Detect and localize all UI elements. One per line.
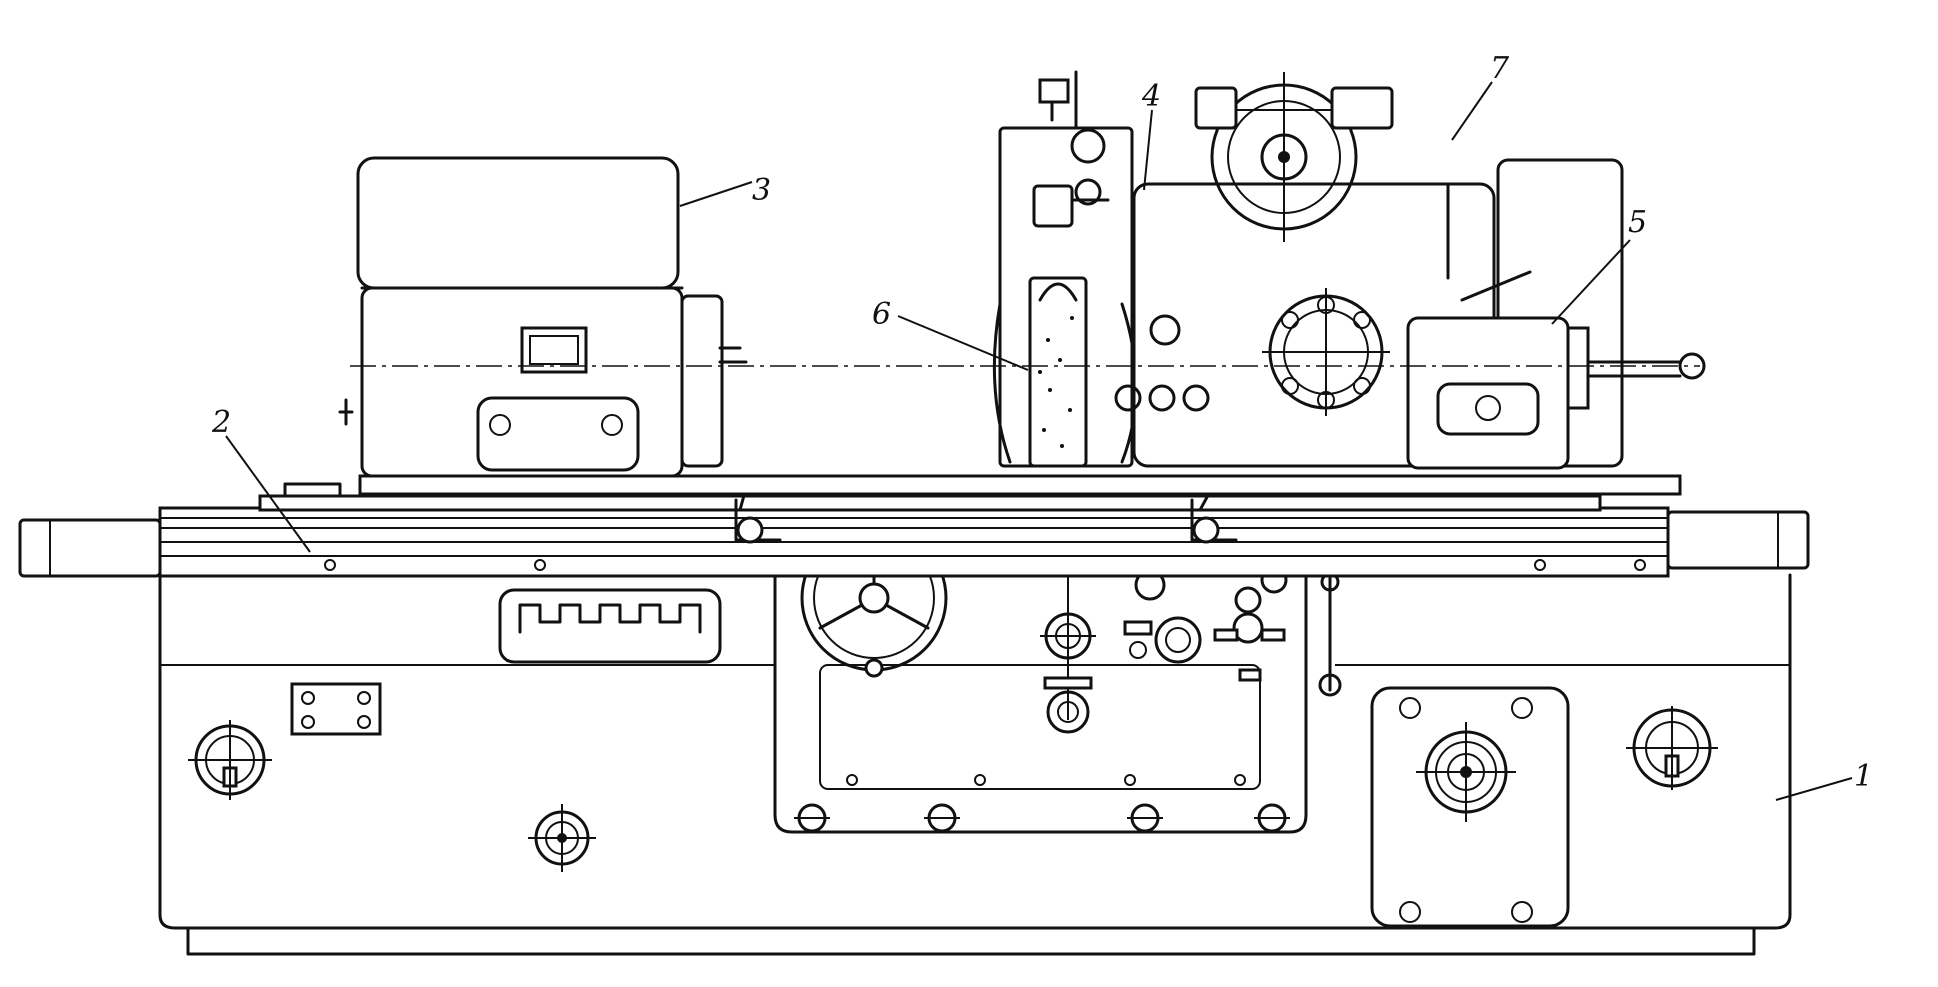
leader-table [225,435,311,553]
machine-table [18,480,1810,578]
left-lock-icon [188,720,272,800]
label-grinding-wheel: 6 [872,297,891,332]
label-tailstock: 5 [1628,205,1647,240]
grinding-wheel [992,70,1138,468]
right-lock-icon [1626,706,1718,790]
table-stop-icon [734,486,1238,544]
label-motor: 7 [1490,51,1510,86]
callouts: 1 2 3 4 5 6 7 [211,51,1873,801]
machine-bed [158,573,1792,956]
leader-wheelhead [1143,109,1153,191]
label-headstock: 3 [752,173,771,208]
control-panel [773,524,1342,834]
tailstock [1406,316,1706,470]
drain-plug-icon [528,804,596,872]
gear-plate-icon [1262,288,1390,416]
label-wheelhead: 4 [1141,79,1161,114]
leader-bed [1775,777,1853,801]
label-bed: 1 [1854,759,1873,794]
label-table: 2 [211,405,231,440]
control-knobs [1040,560,1288,734]
panel-screws [794,803,1290,833]
pump-cover [1370,686,1570,928]
leader-grinding-wheel [897,315,1029,371]
leader-motor [1451,81,1493,141]
infeed-handwheel-icon [1194,72,1394,242]
headstock [338,156,1682,496]
grille-cover [498,588,722,664]
leader-tailstock [1551,239,1631,325]
leader-headstock [679,181,753,207]
